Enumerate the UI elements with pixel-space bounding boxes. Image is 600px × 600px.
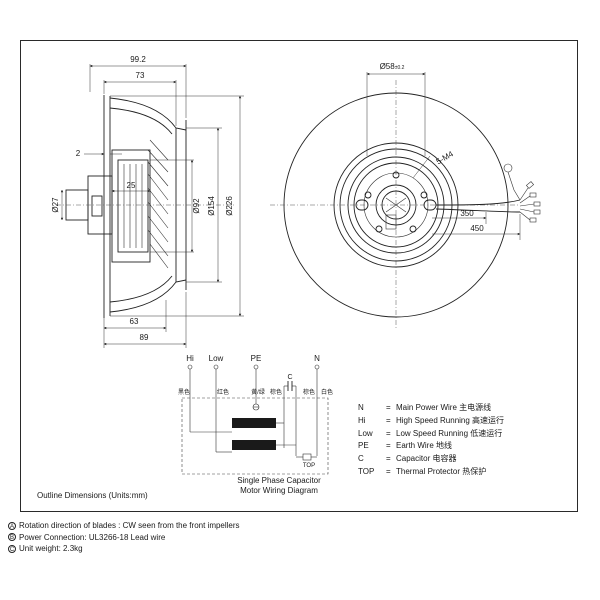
wire-color-n: 白色 — [321, 388, 333, 396]
dim-hub-diameter: Ø27 — [51, 197, 60, 213]
legend-item: Low=Low Speed Running 低速运行 — [358, 428, 578, 441]
thermal-protector-label: TOP — [303, 463, 315, 469]
terminal-n: N — [314, 354, 320, 363]
dim-flange-thickness: 2 — [76, 149, 81, 158]
dim-holes: 5-M4 — [435, 149, 456, 166]
wiring-legend: N=Main Power Wire 主电源线 Hi=High Speed Run… — [358, 402, 578, 479]
legend-text: Main Power Wire 主电源线 — [396, 403, 492, 412]
outline-caption: Outline Dimensions (Units:mm) — [37, 491, 148, 500]
legend-item: N=Main Power Wire 主电源线 — [358, 402, 578, 415]
legend-code: Hi — [358, 415, 366, 425]
legend-text: Thermal Protector 热保护 — [396, 466, 487, 476]
legend-code: TOP — [358, 466, 375, 476]
note-marker: A — [8, 521, 16, 530]
dim-motor-length: 25 — [127, 181, 136, 190]
dim-lead-length-2: 450 — [470, 224, 484, 233]
dim-overall-depth: 99.2 — [130, 55, 146, 64]
legend-text: Low Speed Running 低速运行 — [396, 428, 503, 438]
wire-color-pe: 黄/绿 — [251, 388, 265, 396]
capacitor-label: C — [287, 374, 292, 381]
side-view: 99.2 73 2 Ø27 25 Ø92 Ø154 Ø226 63 89 — [51, 55, 244, 348]
legend-item: TOP=Thermal Protector 热保护 — [358, 466, 578, 479]
terminal-hi: Hi — [186, 354, 194, 363]
legend-code: N — [358, 403, 364, 412]
note-marker: B — [8, 533, 16, 542]
legend-code: C — [358, 454, 364, 464]
legend-text: High Speed Running 高速运行 — [396, 415, 505, 425]
dim-motor-diameter: Ø92 — [192, 198, 201, 214]
wire-color-hi: 黑色 — [178, 388, 190, 396]
front-view: Ø58±0.2 5-M4 350 450 — [270, 62, 541, 330]
wire-color-cap-1: 棕色 — [270, 388, 282, 396]
wiring-diagram: Hi Low PE N 黑色 红色 黄/绿 棕色 棕色 白色 C — [178, 354, 333, 475]
legend-code: Low — [358, 428, 373, 438]
wiring-caption-line-2: Motor Wiring Diagram — [240, 486, 318, 495]
note-text: Unit weight: 2.3kg — [19, 544, 83, 553]
legend-code: PE — [358, 441, 369, 451]
dim-outer-diameter: Ø226 — [225, 196, 234, 216]
note-marker: C — [8, 544, 16, 553]
terminal-pe: PE — [251, 354, 262, 363]
dim-body-depth: 73 — [136, 71, 145, 80]
legend-item: Hi=High Speed Running 高速运行 — [358, 415, 578, 428]
terminal-low: Low — [209, 354, 224, 363]
dim-lead-length-1: 350 — [460, 209, 474, 218]
note-text: Rotation direction of blades : CW seen f… — [19, 521, 240, 530]
wire-color-cap-2: 棕色 — [303, 388, 315, 396]
dim-center-diameter: Ø58±0.2 — [380, 62, 405, 71]
wiring-caption: Single Phase Capacitor Motor Wiring Diag… — [205, 476, 353, 496]
wiring-caption-line-1: Single Phase Capacitor — [237, 476, 321, 485]
legend-item: C=Capacitor 电容器 — [358, 453, 578, 466]
wire-color-low: 红色 — [217, 388, 229, 396]
drawing-frame — [20, 40, 578, 512]
legend-item: PE=Earth Wire 地线 — [358, 440, 578, 453]
note-text: Power Connection: UL3266-18 Lead wire — [19, 532, 166, 542]
legend-text: Earth Wire 地线 — [396, 441, 453, 451]
legend-text: Capacitor 电容器 — [396, 454, 457, 464]
dim-base-width: 89 — [140, 333, 149, 342]
dim-inner-depth: 63 — [130, 317, 139, 326]
dim-bore-diameter: Ø154 — [207, 196, 216, 216]
